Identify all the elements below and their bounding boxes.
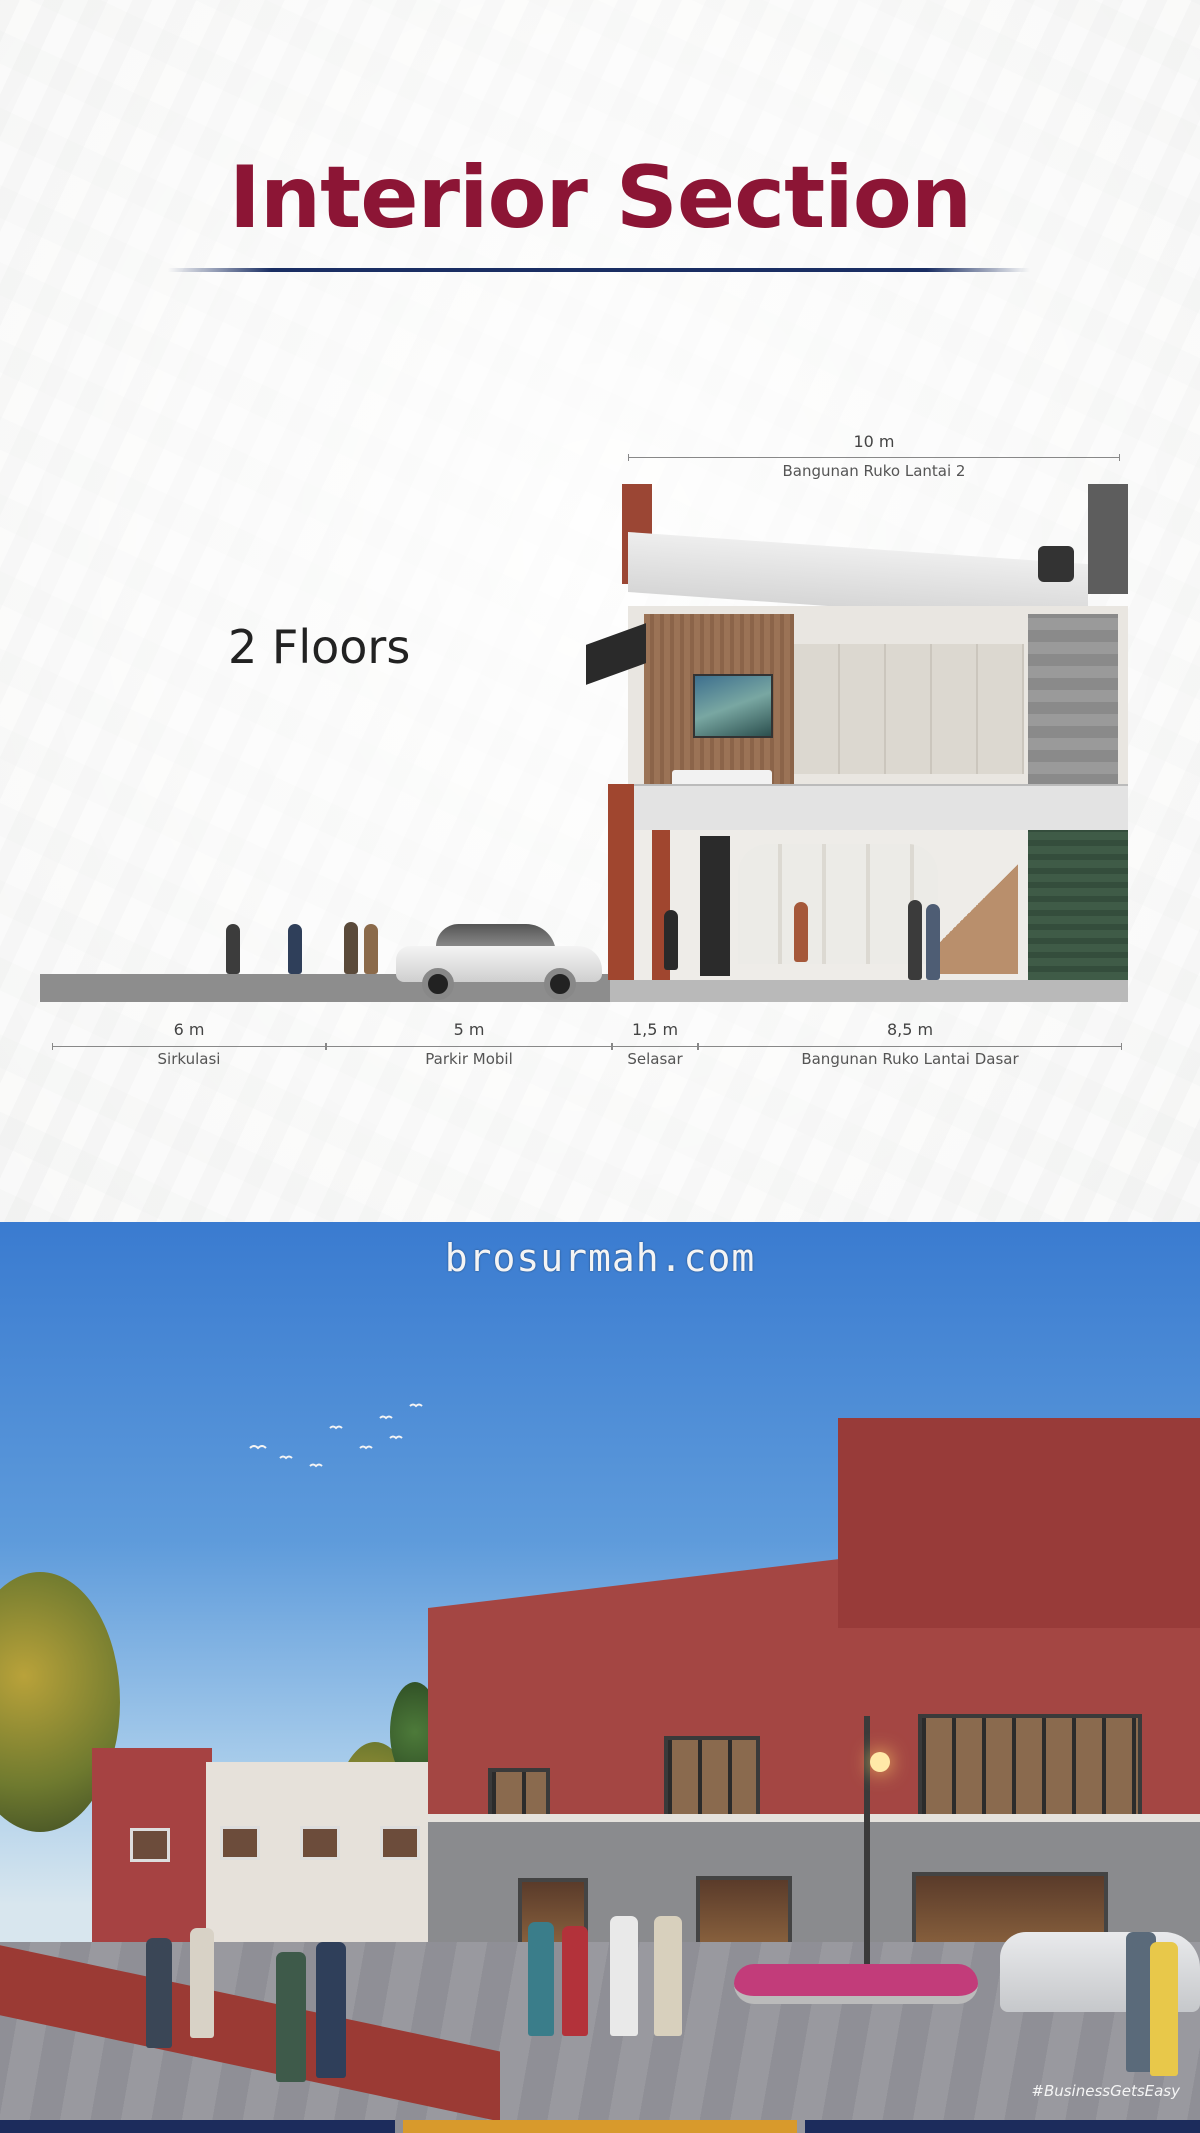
pedestrian-figure bbox=[316, 1942, 346, 2078]
dimension-line bbox=[612, 1043, 698, 1050]
pedestrian-figure bbox=[276, 1952, 306, 2082]
dimension-value: 6 m bbox=[173, 1020, 205, 1039]
upper-corner-block bbox=[838, 1418, 1200, 1628]
pedestrian-figure bbox=[344, 922, 358, 974]
dimension-upper-floor: 10 m Bangunan Ruko Lantai 2 bbox=[628, 432, 1120, 482]
upper-window bbox=[918, 1714, 1142, 1826]
pedestrian-figure bbox=[146, 1938, 172, 2048]
shop-door bbox=[700, 836, 730, 976]
facade-column bbox=[608, 784, 634, 980]
dimension-label: Parkir Mobil bbox=[425, 1050, 513, 1068]
footer-bar-navy bbox=[0, 2120, 395, 2133]
flower-planter bbox=[734, 1964, 978, 2004]
pedestrian-figure bbox=[908, 900, 922, 980]
building-window bbox=[380, 1826, 420, 1860]
right-parapet bbox=[1088, 484, 1128, 594]
dimension-line bbox=[698, 1043, 1122, 1050]
pedestrian-figure bbox=[226, 924, 240, 974]
dimension-line bbox=[628, 454, 1120, 461]
dimension-label: Selasar bbox=[627, 1050, 683, 1068]
interior-section-panel: Interior Section 10 m Bangunan Ruko Lant… bbox=[0, 0, 1200, 1222]
dimension-line bbox=[326, 1043, 612, 1050]
footer-bar-navy bbox=[805, 2120, 1200, 2133]
street-lamp bbox=[864, 1716, 890, 1996]
pedestrian-figure bbox=[654, 1916, 682, 2036]
pedestrian-figure bbox=[664, 910, 678, 970]
dimension-value: 1,5 m bbox=[631, 1020, 679, 1039]
birds-illustration bbox=[249, 1403, 423, 1468]
building-window bbox=[130, 1828, 170, 1862]
dimension-label: Sirkulasi bbox=[157, 1050, 221, 1068]
green-wall-panel bbox=[1028, 830, 1128, 980]
page-title: Interior Section bbox=[228, 148, 972, 248]
watermark-text: brosurmah.com bbox=[444, 1236, 756, 1280]
pedestrian-figure bbox=[364, 924, 378, 974]
pedestrian-figure bbox=[528, 1922, 554, 2036]
wardrobe-cabinet bbox=[794, 644, 1024, 774]
floor-slab bbox=[618, 784, 1128, 830]
pedestrian-figure bbox=[1150, 1942, 1178, 2076]
background-building bbox=[206, 1762, 446, 1948]
dimension-value: 5 m bbox=[453, 1020, 485, 1039]
parked-car bbox=[396, 924, 602, 1000]
dimension-walkway: 1,5 m Selasar bbox=[612, 1020, 698, 1070]
dimension-line bbox=[52, 1043, 326, 1050]
pedestrian-figure bbox=[926, 904, 940, 980]
car-wheel bbox=[422, 968, 454, 1000]
dimension-ground-floor: 8,5 m Bangunan Ruko Lantai Dasar bbox=[698, 1020, 1122, 1070]
arched-display-wall bbox=[738, 844, 938, 964]
footer-bar-gold bbox=[402, 2120, 798, 2133]
pedestrian-figure bbox=[610, 1916, 638, 2036]
shophouse-section-illustration bbox=[586, 484, 1128, 1004]
pedestrian-figure bbox=[190, 1928, 214, 2038]
water-tank bbox=[1038, 546, 1074, 582]
title-underline bbox=[168, 268, 1030, 272]
dimension-value: 8,5 m bbox=[886, 1020, 934, 1039]
dimension-circulation: 6 m Sirkulasi bbox=[52, 1020, 326, 1070]
wall-painting bbox=[693, 674, 773, 738]
dimension-value: 10 m bbox=[853, 432, 895, 451]
floors-label: 2 Floors bbox=[228, 620, 411, 674]
car-wheel bbox=[544, 968, 576, 1000]
pedestrian-figure bbox=[288, 924, 302, 974]
footer-color-bar bbox=[0, 2120, 1200, 2133]
hashtag-text: #BusinessGetsEasy bbox=[1031, 2082, 1180, 2100]
staircase bbox=[938, 834, 1018, 974]
background-building bbox=[92, 1748, 212, 1948]
dimension-label: Bangunan Ruko Lantai Dasar bbox=[801, 1050, 1019, 1068]
shophouse-exterior bbox=[428, 1418, 1200, 2022]
building-window bbox=[220, 1826, 260, 1860]
exterior-render-panel: brosurmah.com bbox=[0, 1222, 1200, 2133]
dimension-label: Bangunan Ruko Lantai 2 bbox=[782, 462, 966, 480]
pedestrian-figure bbox=[794, 902, 808, 962]
building-window bbox=[300, 1826, 340, 1860]
dimension-parking: 5 m Parkir Mobil bbox=[326, 1020, 612, 1070]
pedestrian-figure bbox=[562, 1926, 588, 2036]
